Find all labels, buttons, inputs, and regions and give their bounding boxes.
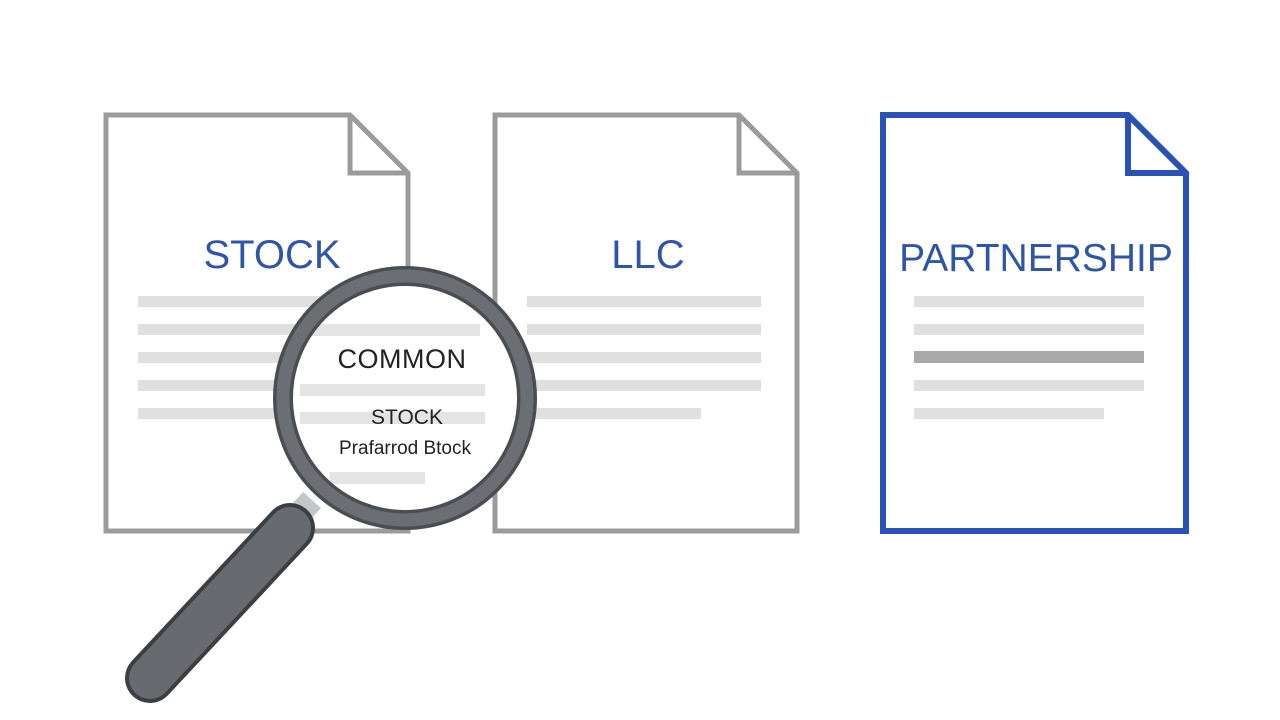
- magnifier-handle: [129, 507, 311, 699]
- highlighted-line: [914, 351, 1144, 363]
- page-fold: [347, 115, 408, 176]
- document-text-lines: [914, 296, 1144, 419]
- lens-text-lines: [300, 324, 485, 484]
- document-icon: [880, 112, 1189, 534]
- page-fold: [736, 115, 797, 176]
- document-llc[interactable]: LLC: [492, 112, 800, 534]
- magnifier-rim: [276, 269, 534, 527]
- document-text-lines: [138, 296, 388, 419]
- document-title-stock: STOCK: [203, 233, 340, 277]
- document-icon: [492, 112, 800, 534]
- lens-text-preferred-stock: Prafarrod Btock: [339, 438, 471, 459]
- magnifying-glass-icon[interactable]: COMMON STOCK Prafarrod Btock: [125, 266, 537, 703]
- document-partnership[interactable]: PARTNERSHIP: [880, 112, 1189, 534]
- document-text-lines: [527, 296, 761, 419]
- page-fold: [1125, 115, 1186, 176]
- magnifier-lens: [290, 283, 520, 513]
- document-title-partnership: PARTNERSHIP: [899, 237, 1173, 280]
- lens-text-common: COMMON: [338, 344, 467, 374]
- lens-text-stock: STOCK: [371, 406, 443, 429]
- document-title-llc: LLC: [611, 233, 684, 277]
